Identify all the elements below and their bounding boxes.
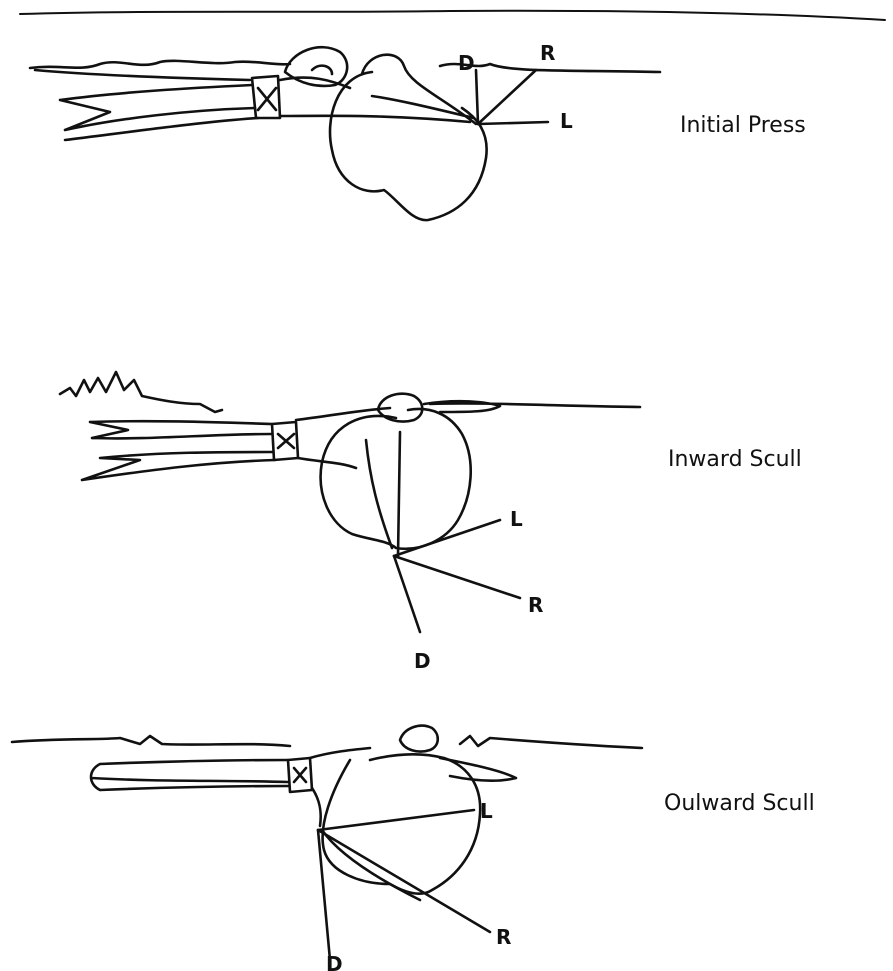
lift-label: L xyxy=(510,507,523,531)
swimmer-arm xyxy=(322,758,516,900)
hand-path-loop xyxy=(321,409,471,556)
resultant-vector xyxy=(478,70,536,124)
lift-vector xyxy=(394,520,500,556)
water-surface-line xyxy=(12,736,642,748)
drag-vector xyxy=(476,70,478,124)
water-surface-line xyxy=(30,61,660,72)
panel-initial-press: D R L Initial Press xyxy=(30,41,806,220)
swimmer-head xyxy=(400,726,438,752)
swimmer-suit xyxy=(272,422,298,460)
lift-vector xyxy=(318,810,474,830)
panel-outward-scull: D R L Oulward Scull xyxy=(12,726,815,971)
page-top-edge xyxy=(20,11,885,20)
resultant-label: R xyxy=(496,925,511,949)
swimmer-legs xyxy=(82,421,275,480)
panel-caption: Oulward Scull xyxy=(664,791,815,816)
swimmer-legs xyxy=(91,760,288,790)
lift-vector xyxy=(478,122,548,124)
drag-vector xyxy=(394,556,420,632)
panel-inward-scull: D R L Inward Scull xyxy=(60,372,802,673)
hand-path-loop xyxy=(323,754,481,893)
lift-label: L xyxy=(560,109,573,133)
drag-label: D xyxy=(326,952,343,971)
drag-label: D xyxy=(458,51,475,75)
resultant-label: R xyxy=(528,593,543,617)
resultant-vector xyxy=(318,830,490,932)
hand-path-loop xyxy=(330,72,487,220)
swimmer-torso xyxy=(310,748,370,826)
swimmer-head xyxy=(285,47,347,86)
panel-caption: Inward Scull xyxy=(668,447,802,472)
resultant-label: R xyxy=(540,41,555,65)
panel-caption: Initial Press xyxy=(680,113,806,138)
drag-label: D xyxy=(414,649,431,673)
swimmer-suit xyxy=(252,76,280,118)
water-surface-line xyxy=(60,372,640,412)
resultant-vector xyxy=(394,556,520,598)
swimmer-suit xyxy=(288,758,312,792)
swimmer-legs xyxy=(35,70,258,140)
lift-label: L xyxy=(480,799,493,823)
